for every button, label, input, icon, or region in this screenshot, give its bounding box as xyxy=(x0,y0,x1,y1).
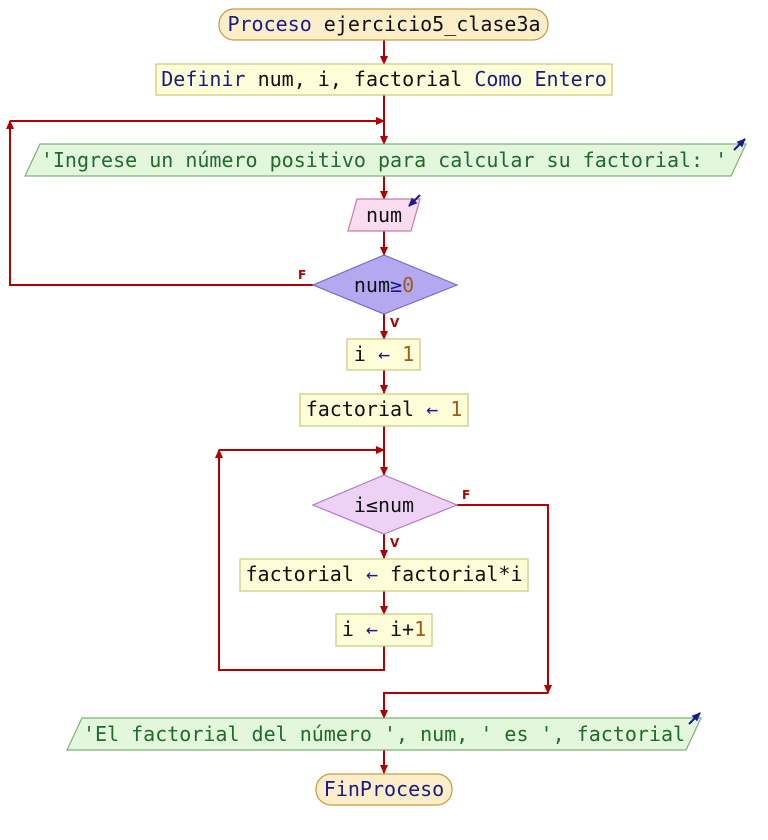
result-output: 'El factorial del número ', num, ' es ',… xyxy=(66,712,702,751)
edges xyxy=(5,40,552,774)
start-terminal: Proceso ejercicio5_clase3a xyxy=(218,8,549,41)
cond1-right: 0 xyxy=(402,273,414,297)
assign-factorial-var: factorial xyxy=(306,397,414,421)
result-text: 'El factorial del número ', num, ' es ',… xyxy=(83,722,685,746)
end-terminal: FinProceso xyxy=(315,773,453,806)
define-block: Definir num, i, factorial Como Entero xyxy=(155,63,613,96)
process-name: ejercicio5_clase3a xyxy=(324,12,541,36)
condition-num-nonnegative: num≥0 xyxy=(311,254,459,315)
svg-text:num≥0: num≥0 xyxy=(354,273,414,297)
output-arrow-icon xyxy=(688,712,701,725)
loop-multiply-arrow: ← xyxy=(366,562,378,586)
assign-i-arrow: ← xyxy=(378,342,390,366)
assign-i-var: i xyxy=(354,342,366,366)
loop-increment-expr: i+ xyxy=(390,617,414,641)
prompt-text: 'Ingrese un número positivo para calcula… xyxy=(41,148,727,172)
loop-increment-one: 1 xyxy=(414,617,426,641)
define-keyword: Definir xyxy=(161,67,245,91)
assign-factorial-value: 1 xyxy=(450,397,462,421)
input-arrow-icon xyxy=(408,194,421,207)
end-keyword: FinProceso xyxy=(324,777,444,801)
svg-text:Proceso ejercicio5_clase: Proceso ejercicio5_clase3a xyxy=(227,12,540,36)
svg-text:factorial ← factorial*i: factorial ← factorial*i xyxy=(246,562,523,586)
read-input: num xyxy=(347,194,421,232)
assign-factorial-arrow: ← xyxy=(426,397,438,421)
loop-multiply: factorial ← factorial*i xyxy=(239,558,529,592)
cond1-true-label: V xyxy=(390,316,400,330)
cond2-false-label: F xyxy=(462,488,470,502)
output-arrow-icon xyxy=(733,138,746,151)
cond2-true-label: V xyxy=(390,536,400,550)
prompt-output: 'Ingrese un número positivo para calcula… xyxy=(24,138,747,177)
svg-text:Definir num, i, factorial Como: Definir num, i, factorial Como Entero xyxy=(161,67,607,91)
cond1-left: num xyxy=(354,273,390,297)
loop-increment-var: i xyxy=(342,617,354,641)
assign-i: i ← 1 xyxy=(346,338,421,371)
assign-i-value: 1 xyxy=(402,342,414,366)
cond2-text: i≤num xyxy=(354,493,414,517)
define-type: Como Entero xyxy=(474,67,606,91)
cond1-op: ≥ xyxy=(390,273,402,297)
assign-factorial: factorial ← 1 xyxy=(299,393,469,427)
define-vars: num, i, factorial xyxy=(246,67,475,91)
loop-multiply-var: factorial xyxy=(246,562,354,586)
svg-text:i ← i+1: i ← i+1 xyxy=(342,617,426,641)
start-keyword: Proceso xyxy=(227,12,311,36)
loop-increment: i ← i+1 xyxy=(335,613,433,647)
svg-text:factorial ← 1: factorial ← 1 xyxy=(306,397,463,421)
read-var: num xyxy=(366,203,402,227)
svg-text:i ← 1: i ← 1 xyxy=(354,342,414,366)
loop-increment-arrow: ← xyxy=(366,617,378,641)
loop-multiply-expr: factorial*i xyxy=(390,562,522,586)
cond1-false-label: F xyxy=(298,268,306,282)
condition-loop: i≤num xyxy=(311,474,459,535)
